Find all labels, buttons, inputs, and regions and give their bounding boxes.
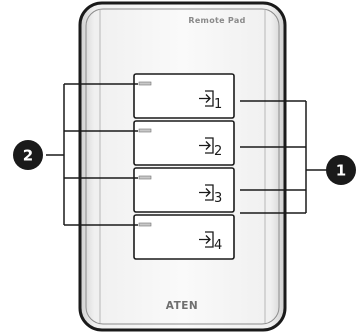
button-number: 3 xyxy=(214,191,222,206)
callout-1-label: 1 xyxy=(336,162,346,180)
button-number: 4 xyxy=(214,238,222,253)
callout-1-badge xyxy=(326,155,356,185)
callout-1-lines xyxy=(240,100,327,214)
input-button-4[interactable]: 4 xyxy=(133,214,235,260)
led-indicator xyxy=(138,175,152,180)
callout-2-label: 2 xyxy=(23,147,33,165)
callout-2-badge xyxy=(13,140,43,170)
button-face xyxy=(133,167,235,213)
input-button-2[interactable]: 2 xyxy=(133,120,235,166)
callout-2-lines xyxy=(46,83,138,226)
button-group: 1 2 3 4 xyxy=(133,73,235,260)
led-indicator xyxy=(138,222,152,227)
brand-logo: ATEN xyxy=(166,300,198,312)
callout-2: 2 xyxy=(13,83,138,226)
callout-1: 1 xyxy=(240,100,356,214)
input-arrow-icon xyxy=(199,231,214,248)
button-face xyxy=(133,214,235,260)
button-number: 1 xyxy=(214,97,222,112)
button-number: 2 xyxy=(214,144,222,159)
led-indicator xyxy=(138,81,152,86)
device-body xyxy=(78,1,287,332)
button-face xyxy=(133,73,235,119)
led-indicator xyxy=(138,128,152,133)
input-arrow-icon xyxy=(199,137,214,154)
input-button-3[interactable]: 3 xyxy=(133,167,235,213)
input-arrow-icon xyxy=(199,184,214,201)
device-title: Remote Pad xyxy=(188,16,245,25)
input-button-1[interactable]: 1 xyxy=(133,73,235,119)
button-face xyxy=(133,120,235,166)
input-arrow-icon xyxy=(199,90,214,107)
